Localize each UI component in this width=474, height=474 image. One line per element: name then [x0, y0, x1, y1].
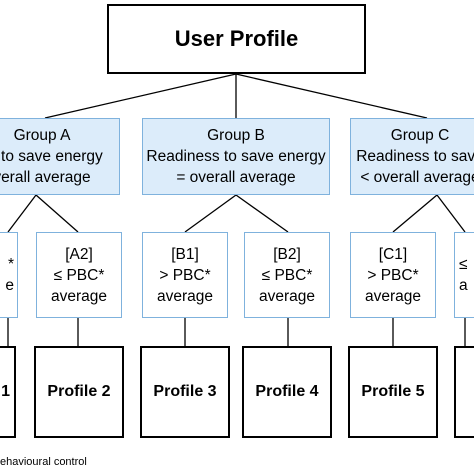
connector-root-to-group-c: [235, 73, 428, 119]
subgroup-a2-average: average: [50, 287, 107, 305]
group-a-comparison: verall average: [0, 169, 91, 186]
subgroup-c2-pbc: ≤: [459, 256, 468, 273]
profile-3-label: Profile 3: [153, 383, 217, 400]
group-b-title: Group B: [207, 127, 265, 144]
subgroup-b1-average: average: [156, 287, 213, 305]
pbc-footnote: ehavioural control: [0, 456, 87, 468]
connector-group-c-to-sub-6: [436, 194, 466, 233]
subgroup-b2-node: [B2] ≤ PBC* average: [244, 232, 330, 318]
subgroup-b1-pbc: > PBC*: [159, 266, 211, 284]
group-a-node: Group A ss to save energy verall average: [0, 118, 120, 195]
subgroup-c2-node: ≤ a: [454, 232, 474, 318]
connector-root-to-group-a: [44, 73, 237, 119]
group-b-readiness: Readiness to save energy: [146, 148, 326, 165]
subgroup-a1-pbc: *: [7, 256, 14, 273]
connector-group-b-to-sub-b2: [235, 194, 289, 233]
connector-group-a-to-sub-a2: [35, 194, 79, 233]
subgroup-c1-code: [C1]: [378, 245, 408, 263]
connector-group-a-to-sub-1: [7, 194, 37, 233]
subgroup-b1-node: [B1] > PBC* average: [142, 232, 228, 318]
profile-1-label: 1: [1, 383, 10, 400]
profile-4-label: Profile 4: [255, 383, 319, 400]
group-c-node: Group C Readiness to save < overall aver…: [350, 118, 474, 195]
profile-5-node: Profile 5: [348, 346, 438, 438]
user-profile-label: User Profile: [174, 26, 299, 51]
user-profile-node: User Profile: [107, 4, 366, 74]
profile-3-node: Profile 3: [140, 346, 230, 438]
group-a-readiness: ss to save energy: [0, 148, 103, 165]
profile-5-label: Profile 5: [361, 383, 425, 400]
group-b-node: Group B Readiness to save energy = overa…: [142, 118, 330, 195]
profile-4-node: Profile 4: [242, 346, 332, 438]
subgroup-a2-node: [A2] ≤ PBC* average: [36, 232, 122, 318]
profile-2-label: Profile 2: [47, 383, 111, 400]
subgroup-b2-average: average: [258, 287, 315, 305]
group-c-readiness: Readiness to save: [356, 148, 474, 165]
group-c-comparison: < overall average: [360, 169, 474, 186]
group-b-comparison: = overall average: [176, 169, 296, 186]
profile-1-node: 1: [0, 346, 16, 438]
subgroup-a1-average: e: [5, 277, 14, 294]
group-a-title: Group A: [13, 127, 71, 144]
profile-2-node: Profile 2: [34, 346, 124, 438]
subgroup-c1-node: [C1] > PBC* average: [350, 232, 436, 318]
connector-group-b-to-sub-b1: [184, 194, 237, 233]
subgroup-b1-code: [B1]: [171, 245, 199, 263]
profile-6-node: [454, 346, 474, 438]
connector-group-c-to-sub-c1: [392, 194, 438, 233]
subgroup-a2-code: [A2]: [65, 245, 93, 263]
subgroup-c2-average: a: [459, 277, 468, 294]
subgroup-a2-pbc: ≤ PBC*: [53, 266, 105, 284]
subgroup-b2-code: [B2]: [273, 245, 301, 263]
subgroup-c1-pbc: > PBC*: [367, 266, 419, 284]
subgroup-b2-pbc: ≤ PBC*: [261, 266, 313, 284]
subgroup-c1-average: average: [364, 287, 421, 305]
subgroup-a1-node: * e: [0, 232, 18, 318]
group-c-title: Group C: [390, 127, 450, 144]
